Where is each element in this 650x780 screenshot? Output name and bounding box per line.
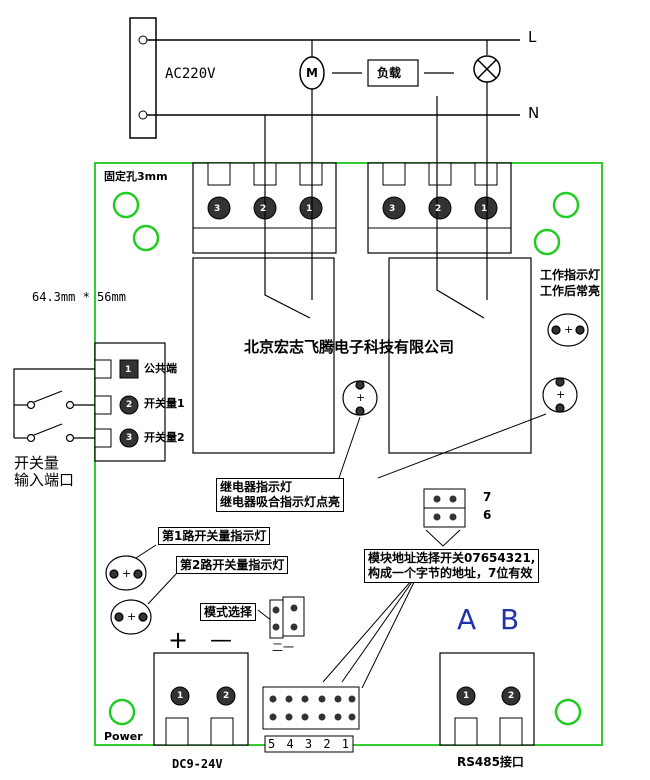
relay2-pin1: 1 bbox=[481, 204, 488, 214]
company-label: 北京宏志飞腾电子科技有限公司 bbox=[244, 338, 455, 356]
input-pin1: 1 bbox=[125, 365, 132, 375]
input-port-line1: 开关量 bbox=[14, 454, 60, 472]
ch2-led-plus: + bbox=[127, 610, 137, 623]
board-size-label: 64.3mm * 56mm bbox=[32, 290, 126, 304]
relay-led-callout: 继电器指示灯 继电器吸合指示灯点亮 bbox=[216, 478, 345, 512]
relay-led-line1: 继电器指示灯 bbox=[220, 480, 293, 494]
relay1-led-plus: + bbox=[356, 391, 366, 404]
power-pin2: 2 bbox=[223, 691, 230, 701]
load-wires bbox=[264, 96, 488, 319]
relay1-body bbox=[192, 257, 335, 454]
mode-callout: 模式选择 bbox=[200, 603, 257, 621]
ac-source-label: AC220V bbox=[165, 66, 216, 82]
input-pin2: 2 bbox=[126, 400, 133, 410]
relay2-pin3: 3 bbox=[389, 204, 396, 214]
motor-label: M bbox=[306, 66, 318, 80]
relay-led-line2: 继电器吸合指示灯点亮 bbox=[220, 495, 341, 509]
power-minus: — bbox=[210, 628, 232, 653]
relay1-pin2: 2 bbox=[260, 204, 267, 214]
address-desc-line1: 模块地址选择开关07654321, bbox=[368, 551, 536, 565]
rs485-pin1: 1 bbox=[463, 691, 470, 701]
power-plus: + bbox=[168, 626, 189, 654]
relay1-pin3: 3 bbox=[214, 204, 221, 214]
input-switches bbox=[13, 368, 95, 443]
address-desc-line2: 构成一个字节的地址，7位有效 bbox=[368, 566, 533, 580]
power-label: DC9-24V bbox=[172, 757, 223, 771]
load-box bbox=[367, 59, 419, 87]
work-led-plus: + bbox=[564, 323, 574, 336]
relay1-pin1: 1 bbox=[306, 204, 313, 214]
input-port-line2: 输入端口 bbox=[14, 471, 75, 489]
label-n: N bbox=[528, 104, 540, 122]
load-label: 负载 bbox=[377, 66, 402, 80]
mode-sub-label: 二一 bbox=[272, 641, 294, 654]
common-label: 公共端 bbox=[144, 362, 177, 375]
dip-numbers: 5 4 3 2 1 bbox=[268, 737, 352, 751]
rs485-label: RS485接口 bbox=[457, 755, 524, 769]
relay2-pin2: 2 bbox=[435, 204, 442, 214]
mount-holes bbox=[108, 191, 582, 726]
rs485-a-label: A bbox=[457, 603, 477, 636]
work-led-line1: 工作指示灯 bbox=[540, 268, 601, 282]
ch1-led-plus: + bbox=[122, 567, 132, 580]
label-l: L bbox=[528, 28, 537, 46]
power-pin1: 1 bbox=[177, 691, 184, 701]
switch2-label: 开关量2 bbox=[144, 431, 185, 444]
ch2-led-callout: 第2路开关量指示灯 bbox=[176, 556, 289, 574]
switch1-label: 开关量1 bbox=[144, 397, 185, 410]
rs485-b-label: B bbox=[500, 603, 520, 636]
relay2-led-plus: + bbox=[556, 388, 566, 401]
ac-terminal-n bbox=[138, 110, 148, 120]
relay2-body bbox=[388, 257, 532, 454]
work-led-line2: 工作后常亮 bbox=[540, 284, 601, 298]
ch1-led-callout: 第1路开关量指示灯 bbox=[158, 527, 271, 545]
dip-header bbox=[262, 686, 360, 730]
dip-pins bbox=[269, 695, 356, 721]
input-pin3: 3 bbox=[126, 433, 133, 443]
mount-hole-label: 固定孔3mm bbox=[104, 170, 168, 183]
rs485-pin2: 2 bbox=[508, 691, 515, 701]
power-corner-label: Power bbox=[104, 730, 143, 743]
address-bit7: 7 bbox=[483, 490, 492, 504]
address-callout: 模块地址选择开关07654321, 构成一个字节的地址，7位有效 bbox=[364, 549, 540, 583]
ac-terminal-l bbox=[138, 35, 148, 45]
address-bit6: 6 bbox=[483, 508, 492, 522]
status-leds bbox=[105, 313, 589, 635]
